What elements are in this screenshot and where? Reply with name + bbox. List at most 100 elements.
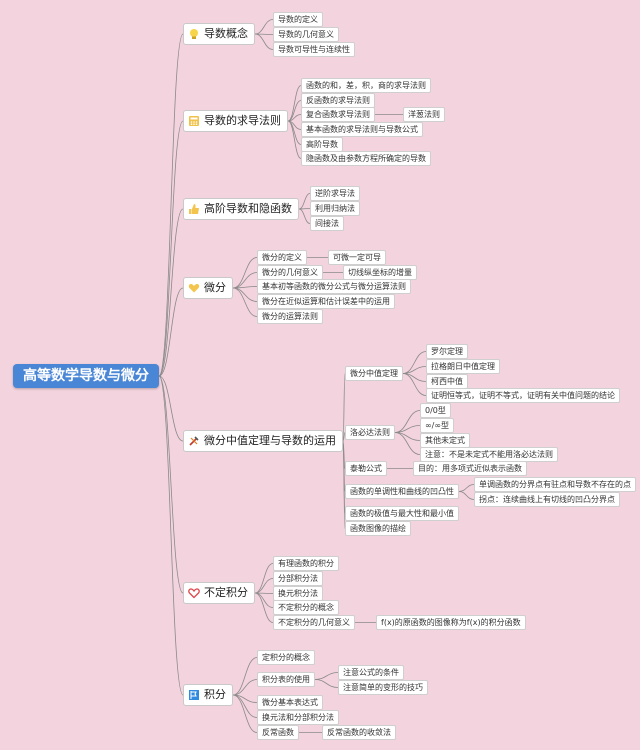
leaf[interactable]: 微分中值定理 bbox=[345, 366, 403, 381]
connector bbox=[254, 563, 274, 594]
leaf[interactable]: 单调函数的分界点有驻点和导数不存在的点 bbox=[474, 477, 636, 492]
leaf[interactable]: 微分的运算法则 bbox=[257, 309, 323, 324]
leaf[interactable]: 可微一定可导 bbox=[328, 250, 386, 265]
connector bbox=[458, 491, 475, 500]
heart-icon bbox=[188, 282, 200, 294]
connector bbox=[232, 287, 258, 302]
connector bbox=[158, 375, 184, 442]
connector bbox=[458, 484, 475, 492]
leaf[interactable]: 反函数的求导法则 bbox=[301, 93, 375, 108]
leaf[interactable]: 注意公式的条件 bbox=[338, 665, 404, 680]
branch-differentiation-rules[interactable]: 导数的求导法则 bbox=[183, 110, 288, 132]
connector bbox=[287, 85, 302, 122]
leaf[interactable]: 不定积分的几何意义 bbox=[273, 615, 355, 630]
leaf[interactable]: 分部积分法 bbox=[273, 571, 323, 586]
leaf[interactable]: 反常函数 bbox=[257, 725, 299, 740]
leaf[interactable]: 目的：用多项式近似表示函数 bbox=[413, 461, 527, 476]
connector bbox=[232, 287, 258, 317]
leaf[interactable]: 切线纵坐标的增量 bbox=[343, 265, 417, 280]
leaf[interactable]: 罗尔定理 bbox=[426, 344, 468, 359]
leaf[interactable]: 基本函数的求导法则与导数公式 bbox=[301, 122, 423, 137]
leaf[interactable]: 微分的几何意义 bbox=[257, 265, 323, 280]
leaf[interactable]: 利用归纳法 bbox=[310, 201, 360, 216]
leaf[interactable]: 换元法和分部积分法 bbox=[257, 710, 339, 725]
branch-mean-value-theorem[interactable]: 微分中值定理与导数的运用 bbox=[183, 430, 343, 452]
leaf[interactable]: 间接法 bbox=[310, 216, 344, 231]
leaf[interactable]: 微分在近似运算和估计误差中的运用 bbox=[257, 294, 395, 309]
connector bbox=[287, 120, 302, 159]
branch-label: 微分 bbox=[204, 281, 226, 294]
leaf[interactable]: 导数的定义 bbox=[273, 12, 323, 27]
leaf[interactable]: 积分表的使用 bbox=[257, 672, 315, 687]
leaf[interactable]: 微分的定义 bbox=[257, 250, 307, 265]
leaf[interactable]: 泰勒公式 bbox=[345, 461, 387, 476]
connector bbox=[232, 657, 258, 696]
connector bbox=[232, 679, 258, 696]
connector bbox=[342, 373, 346, 442]
tools-icon bbox=[188, 435, 200, 447]
connector bbox=[402, 373, 427, 396]
leaf[interactable]: 函数图像的描绘 bbox=[345, 521, 411, 536]
leaf[interactable]: 不定积分的概念 bbox=[273, 600, 339, 615]
leaf[interactable]: 复合函数求导法则 bbox=[301, 107, 375, 122]
leaf[interactable]: 其他未定式 bbox=[420, 433, 470, 448]
branch-differential[interactable]: 微分 bbox=[183, 277, 233, 299]
connector bbox=[158, 208, 184, 377]
connector bbox=[232, 694, 258, 733]
leaf[interactable]: 换元积分法 bbox=[273, 586, 323, 601]
root-topic[interactable]: 高等数学导数与微分 bbox=[13, 364, 159, 388]
leaf[interactable]: 函数的和，差，积，商的求导法则 bbox=[301, 78, 431, 93]
connector bbox=[232, 257, 258, 289]
branch-label: 高阶导数和隐函数 bbox=[204, 202, 292, 215]
leaf[interactable]: 导数的几何意义 bbox=[273, 27, 339, 42]
connector bbox=[254, 33, 274, 50]
leaf[interactable]: 导数可导性与连续性 bbox=[273, 42, 355, 57]
leaf[interactable]: 逆阶求导法 bbox=[310, 186, 360, 201]
branch-indefinite-integral[interactable]: 不定积分 bbox=[183, 582, 255, 604]
connector bbox=[254, 592, 274, 608]
connector bbox=[158, 33, 184, 377]
branch-higher-order-derivatives[interactable]: 高阶导数和隐函数 bbox=[183, 198, 299, 220]
leaf[interactable]: 注意：不是未定式不能用洛必达法则 bbox=[420, 447, 558, 462]
leaf[interactable]: 注意简单的变形的技巧 bbox=[338, 680, 428, 695]
connector bbox=[394, 432, 421, 455]
branch-label: 导数的求导法则 bbox=[204, 114, 281, 127]
connector bbox=[342, 432, 346, 442]
leaf[interactable]: ∞/∞型 bbox=[420, 418, 455, 433]
connector bbox=[158, 120, 184, 377]
leaf[interactable]: 拐点：连续曲线上有切线的凹凸分界点 bbox=[474, 492, 620, 507]
leaf[interactable]: 基本初等函数的微分公式与微分运算法则 bbox=[257, 279, 411, 294]
branch-label: 不定积分 bbox=[204, 586, 248, 599]
connector bbox=[287, 100, 302, 122]
branch-derivative-concept[interactable]: 导数概念 bbox=[183, 23, 255, 45]
leaf[interactable]: 洛必达法则 bbox=[345, 425, 395, 440]
connector bbox=[342, 440, 346, 529]
leaf[interactable]: 有理函数的积分 bbox=[273, 556, 339, 571]
leaf[interactable]: 函数的极值与最大性和最小值 bbox=[345, 506, 459, 521]
leaf[interactable]: 0/0型 bbox=[420, 403, 451, 418]
connector bbox=[314, 672, 339, 680]
leaf[interactable]: 拉格朗日中值定理 bbox=[426, 359, 500, 374]
leaf[interactable]: 隐函数及由参数方程所确定的导数 bbox=[301, 151, 431, 166]
branch-label: 导数概念 bbox=[204, 27, 248, 40]
leaf[interactable]: 函数的单调性和曲线的凹凸性 bbox=[345, 484, 459, 499]
connector bbox=[158, 375, 184, 696]
calculator-icon bbox=[188, 115, 200, 127]
branch-label: 微分中值定理与导数的运用 bbox=[204, 434, 336, 447]
leaf[interactable]: f(x)的原函数的图像称为f(x)的积分函数 bbox=[376, 615, 526, 630]
leaf[interactable]: 证明恒等式，证明不等式，证明有关中值问题的结论 bbox=[426, 388, 620, 403]
leaf[interactable]: 柯西中值 bbox=[426, 374, 468, 389]
leaf[interactable]: 高阶导数 bbox=[301, 137, 343, 152]
flag-icon bbox=[188, 689, 200, 701]
connector bbox=[402, 351, 427, 374]
thumbs-up-icon bbox=[188, 203, 200, 215]
leaf[interactable]: 反常函数的收敛法 bbox=[322, 725, 396, 740]
connector bbox=[232, 272, 258, 289]
leaf[interactable]: 微分基本表达式 bbox=[257, 695, 323, 710]
leaf[interactable]: 洋葱法则 bbox=[403, 107, 445, 122]
connector bbox=[254, 592, 274, 623]
branch-integral[interactable]: 积分 bbox=[183, 684, 233, 706]
branch-label: 积分 bbox=[204, 688, 226, 701]
leaf[interactable]: 定积分的概念 bbox=[257, 650, 315, 665]
